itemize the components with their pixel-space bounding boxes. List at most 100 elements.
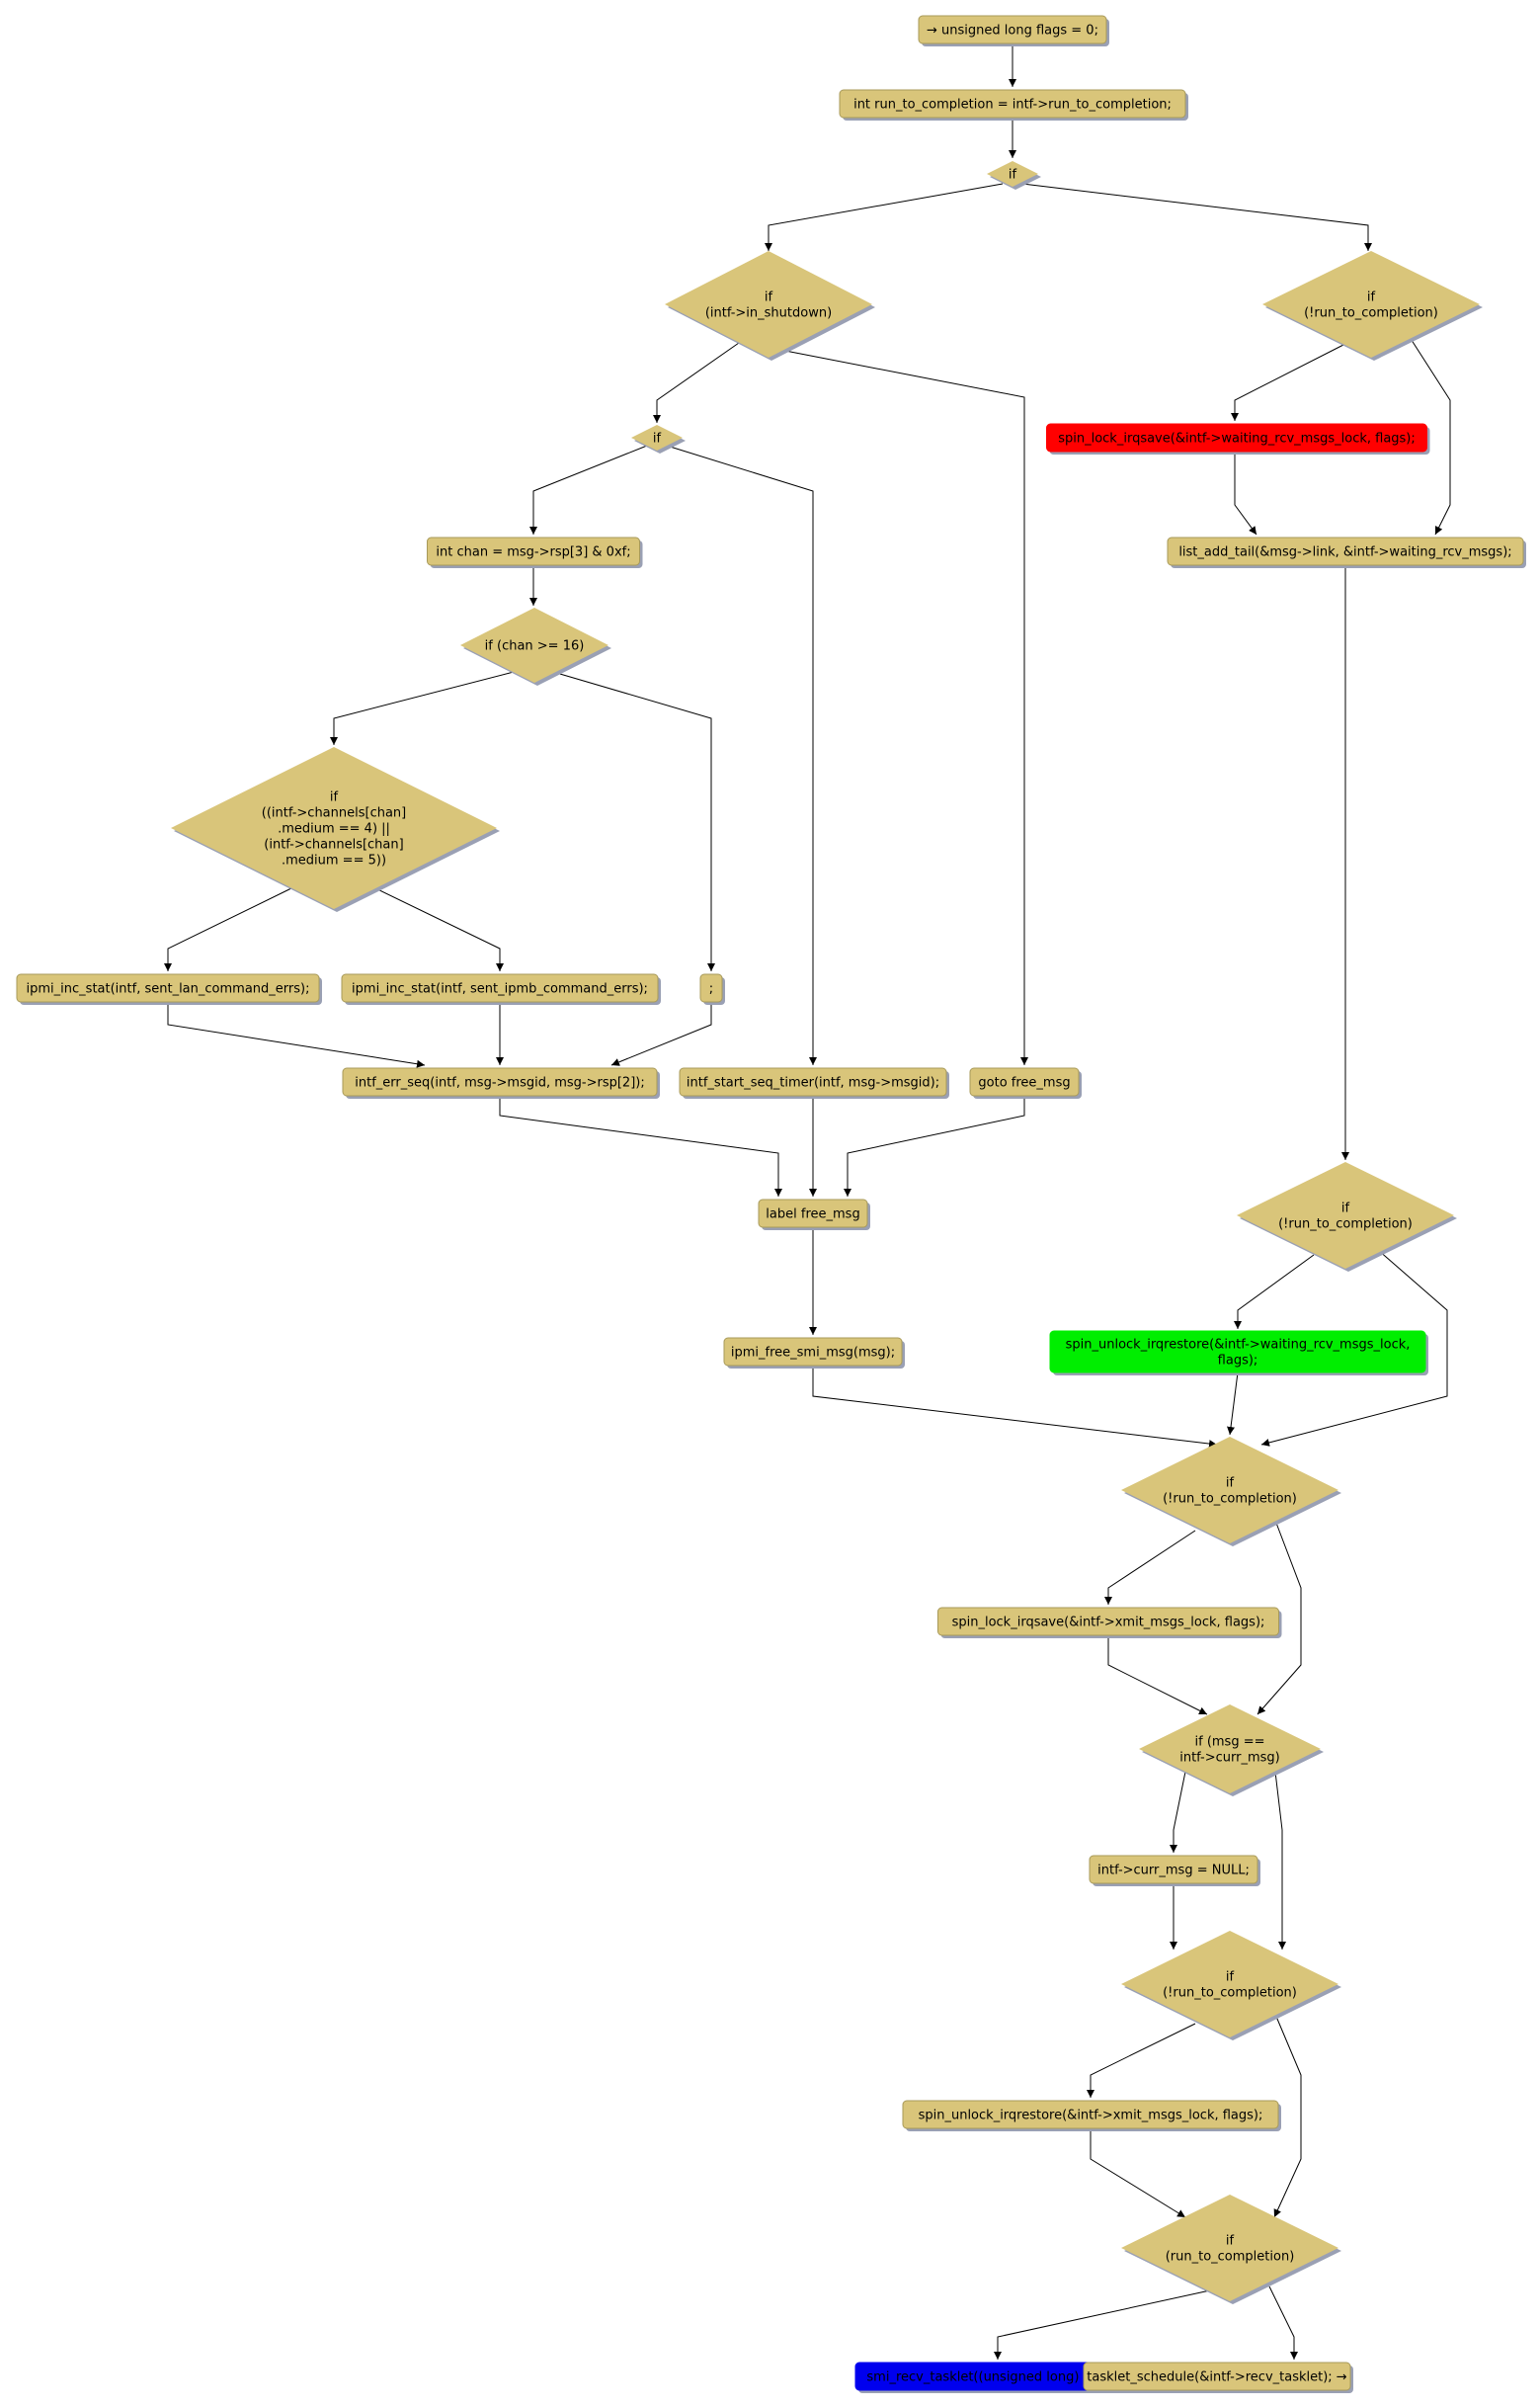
statement-node-n23[interactable]: spin_lock_irqsave(&intf->xmit_msgs_lock,… [937, 1607, 1282, 1638]
edge-n26-n27 [1087, 2023, 1196, 2098]
edge-n21-n22 [1227, 1371, 1239, 1436]
node-label: if [1341, 1202, 1350, 1216]
statement-node-n20[interactable]: ipmi_free_smi_msg(msg); [723, 1337, 905, 1369]
decision-node-n22[interactable]: if(!run_to_completion) [1121, 1437, 1341, 1546]
edge-n24-n26 [1274, 1771, 1286, 1950]
edge-n4-n6 [653, 342, 740, 423]
edge-n27-n28 [1090, 2128, 1186, 2218]
node-label: ; [709, 982, 713, 997]
box-shape [16, 973, 320, 1003]
box-shape [427, 537, 640, 566]
node-label: smi_recv_tasklet((unsigned long) intf); … [866, 2370, 1128, 2385]
statement-node-n7[interactable]: spin_lock_irqsave(&intf->waiting_rcv_msg… [1046, 423, 1430, 455]
edge-n5-n9 [1407, 333, 1451, 536]
nodes-layer: → unsigned long flags = 0; int run_to_com… [16, 15, 1526, 2393]
node-label: label free_msg [766, 1207, 859, 1222]
decision-node-n24[interactable]: if (msg ==intf->curr_msg) [1139, 1704, 1324, 1796]
box-shape [1049, 1330, 1426, 1373]
edge-n10-n14 [552, 671, 715, 971]
box-shape [723, 1337, 903, 1367]
statement-node-n8[interactable]: int chan = msg->rsp[3] & 0xf; [427, 537, 643, 568]
node-label: (intf->in_shutdown) [705, 306, 832, 321]
node-label: intf_start_seq_timer(intf, msg->msgid); [687, 1076, 939, 1091]
node-label: spin_unlock_irqrestore(&intf->xmit_msgs_… [919, 2109, 1263, 2123]
decision-node-n28[interactable]: if(run_to_completion) [1121, 2195, 1341, 2304]
node-label: tasklet_schedule(&intf->recv_tasklet); → [1087, 2370, 1346, 2385]
node-label: int chan = msg->rsp[3] & 0xf; [436, 545, 630, 560]
diamond-shape [460, 608, 608, 683]
statement-node-n29[interactable]: smi_recv_tasklet((unsigned long) intf); … [854, 2362, 1143, 2393]
statement-node-n15[interactable]: intf_err_seq(intf, msg->msgid, msg->rsp[… [342, 1067, 660, 1099]
edge-n6-n16 [666, 445, 817, 1065]
node-label: if (msg == [1195, 1735, 1265, 1750]
node-label: → unsigned long flags = 0; [927, 24, 1098, 39]
statement-node-n16[interactable]: intf_start_seq_timer(intf, msg->msgid); [679, 1067, 949, 1099]
box-shape [1089, 1855, 1258, 1884]
node-label: if [1226, 1476, 1235, 1491]
edge-n3-n4 [765, 183, 1004, 251]
statement-node-n17[interactable]: goto free_msg [969, 1067, 1082, 1099]
node-label: ipmi_inc_stat(intf, sent_ipmb_command_er… [352, 982, 648, 997]
edge-n28-n30 [1268, 2285, 1298, 2360]
node-label: ipmi_free_smi_msg(msg); [731, 1346, 895, 1361]
node-label: if [653, 432, 662, 447]
box-shape [1083, 2362, 1351, 2391]
edge-n22-n23 [1104, 1530, 1196, 1605]
statement-node-n30[interactable]: tasklet_schedule(&intf->recv_tasklet); → [1083, 2362, 1353, 2393]
node-label: (!run_to_completion) [1278, 1217, 1413, 1232]
edge-n11-n12 [164, 887, 292, 971]
node-label: (!run_to_completion) [1163, 1986, 1297, 2001]
decision-node-n6[interactable]: if [631, 425, 686, 454]
node-label: (run_to_completion) [1166, 2250, 1295, 2265]
statement-node-n9[interactable]: list_add_tail(&msg->link, &intf->waiting… [1167, 537, 1526, 568]
decision-node-n10[interactable]: if (chan >= 16) [460, 608, 611, 686]
box-shape [902, 2100, 1279, 2129]
decision-node-n11[interactable]: if((intf->channels[chan].medium == 4) ||… [171, 747, 500, 912]
box-shape [1167, 537, 1524, 566]
node-label: (!run_to_completion) [1304, 306, 1438, 321]
node-label: if [330, 790, 339, 805]
box-shape [918, 15, 1107, 44]
node-label: .medium == 5)) [282, 854, 386, 869]
decision-node-n4[interactable]: if(intf->in_shutdown) [665, 251, 875, 361]
statement-node-n13[interactable]: ipmi_inc_stat(intf, sent_ipmb_command_er… [341, 973, 661, 1005]
decision-node-n26[interactable]: if(!run_to_completion) [1121, 1931, 1341, 2040]
diamond-shape [171, 747, 497, 909]
decision-node-n3[interactable]: if [987, 161, 1041, 190]
edge-n28-n29 [994, 2289, 1211, 2360]
node-label: if [765, 291, 773, 305]
statement-node-n27[interactable]: spin_unlock_irqrestore(&intf->xmit_msgs_… [902, 2100, 1281, 2131]
box-shape [679, 1067, 947, 1097]
box-shape [839, 89, 1186, 119]
node-label: goto free_msg [978, 1076, 1070, 1091]
statement-node-n1[interactable]: → unsigned long flags = 0; [918, 15, 1109, 46]
box-shape [937, 1607, 1279, 1636]
statement-node-n14[interactable]: ; [699, 973, 725, 1005]
box-shape [758, 1199, 868, 1228]
edge-n10-n11 [330, 671, 515, 745]
statement-node-n2[interactable]: int run_to_completion = intf->run_to_com… [839, 89, 1188, 121]
diamond-shape [987, 161, 1038, 187]
box-shape [969, 1067, 1080, 1097]
statement-node-n18[interactable]: label free_msg [758, 1199, 870, 1230]
diamond-shape [1237, 1162, 1454, 1269]
node-label: if [1367, 291, 1376, 305]
statement-node-n12[interactable]: ipmi_inc_stat(intf, sent_lan_command_err… [16, 973, 322, 1005]
edge-n22-n24 [1256, 1517, 1302, 1715]
node-label: list_add_tail(&msg->link, &intf->waiting… [1178, 545, 1511, 560]
edge-n3-n5 [1021, 183, 1372, 251]
node-label: intf_err_seq(intf, msg->msgid, msg->rsp[… [355, 1076, 644, 1091]
statement-node-n21[interactable]: spin_unlock_irqrestore(&intf->waiting_rc… [1049, 1330, 1428, 1375]
statement-node-n25[interactable]: intf->curr_msg = NULL; [1089, 1855, 1260, 1886]
edge-n23-n24 [1107, 1635, 1208, 1715]
edge-n26-n28 [1273, 2011, 1302, 2218]
edge-n20-n22 [812, 1366, 1218, 1449]
node-label: .medium == 4) || [278, 822, 390, 837]
decision-node-n5[interactable]: if(!run_to_completion) [1262, 251, 1483, 361]
diamond-shape [1121, 1437, 1338, 1543]
node-label: spin_lock_irqsave(&intf->waiting_rcv_msg… [1058, 432, 1416, 447]
decision-node-n19[interactable]: if(!run_to_completion) [1237, 1162, 1457, 1272]
diamond-shape [1139, 1704, 1321, 1793]
node-label: (!run_to_completion) [1163, 1492, 1297, 1507]
node-label: ((intf->channels[chan] [262, 806, 407, 821]
